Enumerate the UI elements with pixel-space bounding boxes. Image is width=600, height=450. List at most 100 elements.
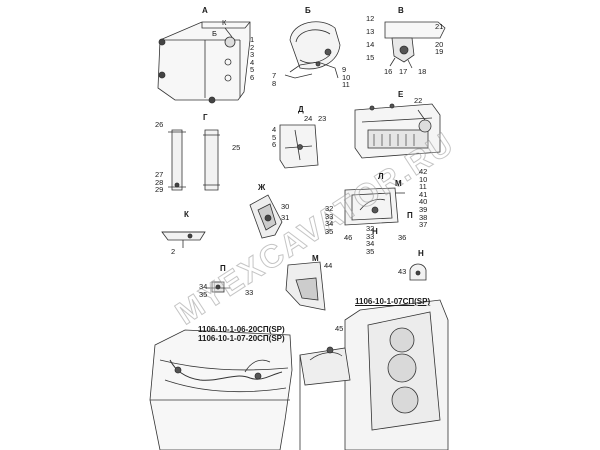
view-label-zh: Ж bbox=[258, 183, 266, 192]
cab-panel-drawing bbox=[299, 299, 449, 450]
callout-g-26: 26 bbox=[155, 120, 164, 129]
view-label-b: Б bbox=[305, 6, 311, 15]
callout-d-24: 24 bbox=[304, 114, 313, 123]
callout-b-8: 8 bbox=[272, 78, 277, 88]
view-g-drawing bbox=[168, 129, 220, 191]
callout-d-6: 6 bbox=[272, 140, 277, 150]
callout-m-42: 42 bbox=[419, 167, 428, 176]
callout-v-13: 13 bbox=[366, 27, 375, 36]
view-n-small-drawing bbox=[409, 263, 427, 281]
callout-m-11: 11 bbox=[419, 182, 427, 192]
callout-b-9: 9 bbox=[342, 65, 347, 74]
callout-stack-g: 27 28 29 bbox=[155, 171, 163, 194]
view-m-small-drawing bbox=[285, 261, 326, 311]
callout-pm-33a: 33 bbox=[325, 211, 334, 221]
callout-stack-d: 4 5 6 bbox=[272, 126, 276, 149]
view-label-l: Л bbox=[378, 172, 384, 181]
view-b-drawing bbox=[284, 21, 341, 79]
assembly-code-07-20: 1106-10-1-07-20СП(SP) bbox=[198, 334, 285, 343]
callout-g-25: 25 bbox=[232, 143, 241, 152]
callout-zh-30: 30 bbox=[281, 202, 290, 211]
callout-a-2: 2 bbox=[250, 42, 255, 52]
callout-pm-32b: 32 bbox=[366, 224, 375, 233]
callout-stack-b-right: 9 10 11 bbox=[342, 66, 350, 89]
view-m-assembly-drawing bbox=[344, 187, 405, 226]
view-label-n-mid: Н bbox=[372, 227, 378, 236]
callout-b-11: 11 bbox=[342, 80, 350, 90]
callout-b-10: 10 bbox=[342, 72, 351, 82]
callout-a-6: 6 bbox=[250, 72, 255, 82]
callout-m-39: 39 bbox=[419, 204, 428, 214]
callout-m-41: 41 bbox=[419, 189, 428, 199]
callout-pm-33b: 33 bbox=[366, 231, 375, 241]
callout-g-29: 29 bbox=[155, 185, 164, 195]
view-label-v: В bbox=[398, 6, 404, 15]
callout-m-40: 40 bbox=[419, 197, 428, 207]
callout-ps-34: 34 bbox=[199, 282, 208, 291]
view-label-d: Д bbox=[298, 105, 304, 114]
view-e-drawing bbox=[354, 103, 441, 159]
assembly-code-07: 1106-10-1-07СП(SP) bbox=[355, 297, 431, 306]
callout-ps-33: 33 bbox=[245, 288, 254, 297]
callout-stack-p-mid-a: 32 33 34 35 bbox=[325, 205, 333, 235]
view-label-p-small: П bbox=[220, 264, 226, 273]
view-label-e: Е bbox=[398, 90, 404, 99]
callout-ps-35: 35 bbox=[199, 289, 208, 299]
view-label-g: Г bbox=[203, 113, 208, 122]
callout-pm-36: 36 bbox=[398, 233, 407, 242]
callout-pm-34a: 34 bbox=[325, 219, 334, 229]
view-a-drawing bbox=[157, 21, 251, 104]
callout-v-14: 14 bbox=[366, 40, 375, 49]
assembly-code-06-20: 1106-10-1-06-20СП(SP) bbox=[198, 325, 285, 334]
callout-m-37: 37 bbox=[419, 220, 428, 230]
callout-v-19: 19 bbox=[435, 47, 444, 56]
callout-e-22: 22 bbox=[414, 96, 423, 105]
view-label-k: К bbox=[184, 210, 189, 219]
callout-m-10: 10 bbox=[419, 174, 428, 184]
view-zh-drawing bbox=[249, 194, 283, 239]
callout-a-b: Б bbox=[212, 29, 217, 38]
callout-a-4: 4 bbox=[250, 57, 255, 67]
callout-m-38: 38 bbox=[419, 212, 428, 222]
callout-stack-m-top: 42 10 11 41 40 39 38 37 bbox=[419, 168, 427, 229]
callout-a-3: 3 bbox=[250, 50, 255, 60]
callout-d-4: 4 bbox=[272, 125, 277, 134]
hood-harness-drawing bbox=[149, 329, 293, 450]
view-d-drawing bbox=[279, 124, 319, 169]
callout-pm-46: 46 bbox=[344, 233, 353, 242]
callout-b-7: 7 bbox=[272, 71, 277, 80]
callout-v-17: 17 bbox=[399, 67, 408, 76]
callout-d-5: 5 bbox=[272, 132, 277, 142]
callout-v-21: 21 bbox=[435, 22, 444, 31]
view-label-m-top: М bbox=[395, 179, 402, 188]
callout-k-2: 2 bbox=[171, 247, 176, 256]
callout-v-20: 20 bbox=[435, 40, 444, 49]
callout-v-12: 12 bbox=[366, 14, 375, 23]
callout-g-27: 27 bbox=[155, 170, 164, 179]
callout-ns-43: 43 bbox=[398, 267, 407, 276]
callout-a-k: К bbox=[222, 18, 227, 27]
callout-d-23: 23 bbox=[318, 114, 327, 123]
callout-pm-34b: 34 bbox=[366, 239, 375, 249]
callout-zh-31: 31 bbox=[281, 213, 290, 222]
callout-stack-a: 1 2 3 4 5 6 bbox=[250, 36, 254, 82]
callout-g-28: 28 bbox=[155, 177, 164, 187]
view-p-small-drawing bbox=[206, 281, 230, 293]
view-k-drawing bbox=[161, 231, 206, 248]
view-label-a: А bbox=[202, 6, 208, 15]
callout-pm-32a: 32 bbox=[325, 204, 334, 213]
callout-pm-35b: 35 bbox=[366, 246, 375, 256]
callout-pm-35a: 35 bbox=[325, 226, 334, 236]
view-label-n-small: Н bbox=[418, 249, 424, 258]
callout-stack-b-left: 7 8 bbox=[272, 72, 276, 87]
callout-stack-p-mid-b: 32 33 34 35 bbox=[366, 225, 374, 255]
callout-cab-45: 45 bbox=[335, 324, 344, 333]
view-v-drawing bbox=[384, 21, 446, 69]
view-label-p-mid: П bbox=[407, 211, 413, 220]
callout-a-5: 5 bbox=[250, 65, 255, 75]
callout-a-1: 1 bbox=[250, 35, 255, 44]
callout-v-15: 15 bbox=[366, 53, 375, 62]
callout-stack-p-small: 34 35 bbox=[199, 283, 207, 298]
view-label-m-small: М bbox=[312, 254, 319, 263]
